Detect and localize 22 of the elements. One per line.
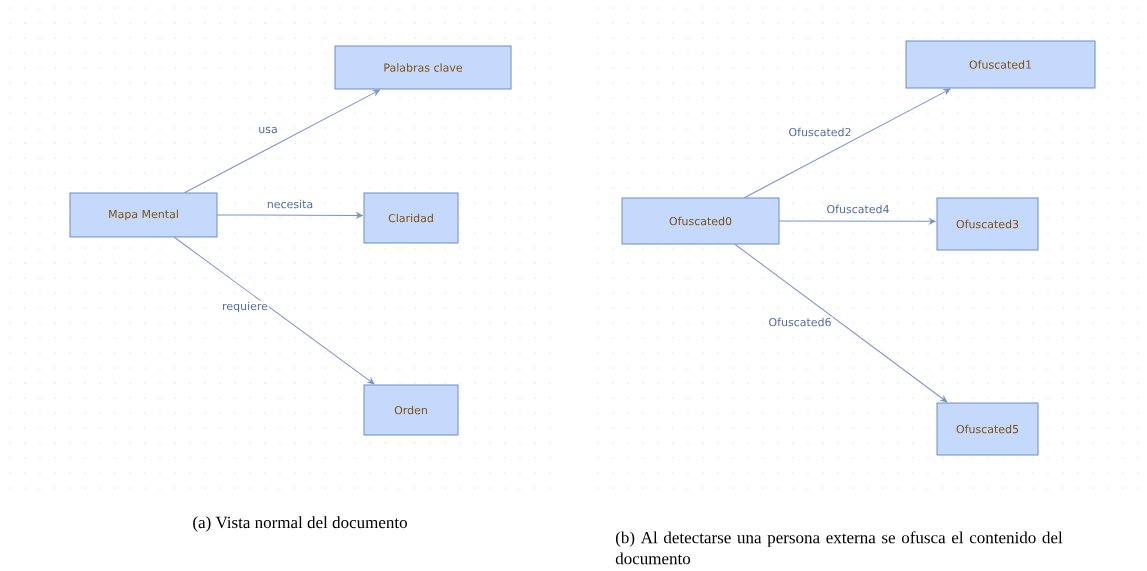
process-box: Mapa Mental: [69, 192, 218, 238]
arrow: [744, 88, 951, 198]
caption: (b) Al detectarse una persona externa se ofusca el contenido del documento: [615, 531, 1063, 565]
process-box: Orden: [363, 384, 459, 436]
edge-label: Ofuscated4: [825, 203, 891, 215]
arrow: [734, 244, 948, 403]
edge-label: requiere: [221, 300, 269, 314]
process-box: Ofuscated3: [936, 197, 1039, 251]
edge-label: Ofuscated6: [767, 316, 833, 328]
arrow: [174, 237, 375, 385]
arrow: [184, 89, 380, 193]
process-box: Ofuscated1: [905, 40, 1096, 89]
arrow: [217, 212, 363, 219]
edge-label: Ofuscated2: [787, 126, 853, 138]
edge-label: necesita: [265, 198, 315, 210]
caption: (a) Vista normal del documento: [193, 516, 407, 532]
process-box: Palabras clave: [334, 45, 512, 90]
edge-label: usa: [257, 125, 279, 135]
arrow: [779, 218, 936, 225]
process-box: Ofuscated5: [936, 402, 1039, 456]
process-box: Ofuscated0: [621, 197, 780, 245]
process-box: Claridad: [363, 192, 459, 244]
